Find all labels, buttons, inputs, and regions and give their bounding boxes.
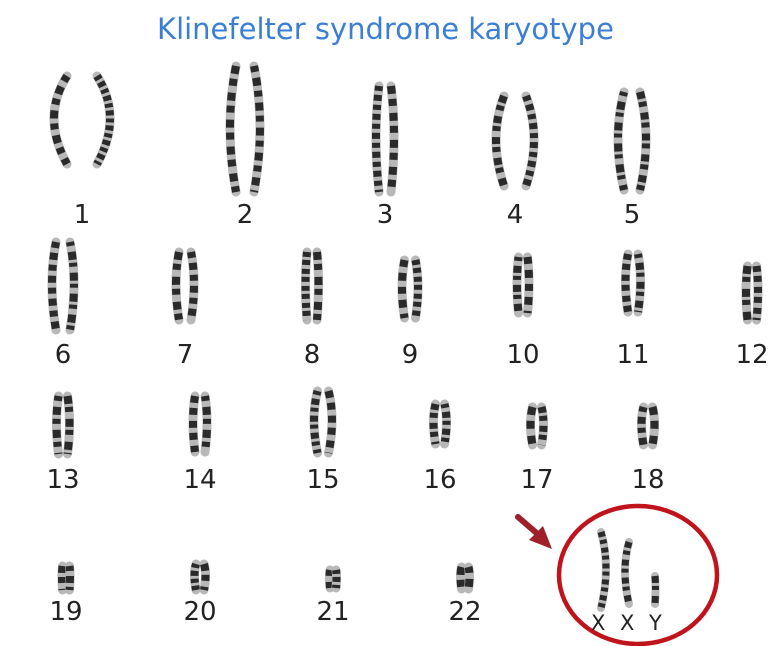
sex-chromosome-label-x2: X (620, 611, 634, 635)
sex-chromosome-label-x1: X (591, 611, 605, 635)
sex-chromosome-circle (559, 506, 717, 644)
sex-chromosome-label-y: Y (649, 611, 662, 635)
